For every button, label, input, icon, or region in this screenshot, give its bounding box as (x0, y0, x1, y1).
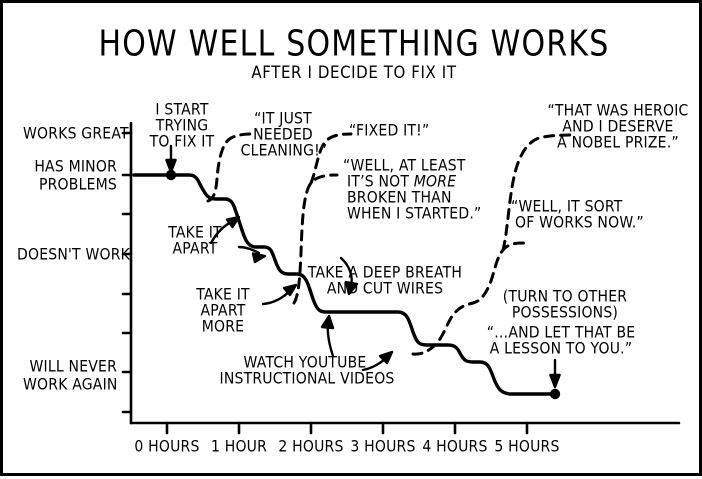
annotation-at-least-line3: BROKEN THAN (347, 188, 452, 207)
annotation-cut-wires-line2: AND CUT WIRES (326, 279, 444, 298)
annotation-i-start: I START (155, 100, 209, 119)
annotation-youtube-line1: WATCH YOUTUBE (243, 353, 367, 372)
start-point-marker (165, 169, 177, 181)
annotation-at-least-emphasis-more: MORE (413, 172, 457, 191)
x-label-4-hours: 4 HOURS (422, 437, 488, 456)
chart-subtitle: AFTER I DECIDE TO FIX IT (251, 61, 457, 83)
y-label-has-minor: HAS MINOR (34, 157, 117, 176)
dashed-branch-2 (292, 132, 353, 305)
annotation-at-least-line4: WHEN I STARTED.” (347, 204, 482, 223)
x-axis-ticks (165, 421, 529, 435)
annotation-trying: TRYING (155, 116, 209, 135)
annotation-lesson-line4: A LESSON TO YOU.” (489, 339, 633, 358)
annotation-fixed-it: “FIXED IT!” (349, 121, 430, 140)
dashed-branch-1 (206, 132, 257, 203)
x-label-3-hours: 3 HOURS (350, 437, 416, 456)
annotation-lesson-line1: (TURN TO OTHER (502, 287, 628, 306)
x-label-1-hour: 1 HOUR (210, 437, 268, 456)
annotation-arrows (165, 144, 561, 389)
annotation-youtube-line2: INSTRUCTIONAL VIDEOS (219, 369, 395, 388)
y-label-work-again: WORK AGAIN (23, 375, 118, 394)
annotation-lesson-line2: POSSESSIONS) (511, 303, 619, 322)
end-point-marker (549, 388, 561, 400)
annotation-sort-of-works-line2: OF WORKS NOW.” (515, 213, 644, 232)
annotation-cleaning-line2: NEEDED (253, 125, 313, 144)
annotation-take-it-apart-line1: TAKE IT (168, 223, 222, 242)
annotation-take-it-apart-more-line3: MORE (201, 317, 245, 336)
reality-curve-solid (132, 173, 557, 396)
annotation-heroic-line3: A NOBEL PRIZE.” (557, 133, 679, 152)
y-label-works-great: WORKS GREAT (23, 124, 129, 143)
annotation-heroic-line1: “THAT WAS HEROIC (547, 101, 689, 120)
annotation-sort-of-works-line1: “WELL, IT SORT (511, 197, 623, 216)
annotation-to-fix-it: TO FIX IT (149, 132, 215, 151)
annotation-take-it-apart-more-line1: TAKE IT (196, 285, 250, 304)
chart-plot-area (121, 121, 681, 435)
annotation-lesson-line3: “…AND LET THAT BE (486, 323, 636, 342)
y-label-problems: PROBLEMS (38, 175, 117, 194)
annotation-cleaning-line3: CLEANING!” (240, 141, 328, 160)
y-axis-ticks (121, 131, 133, 414)
annotation-at-least-line2: IT’S NOT MORE (347, 172, 457, 192)
x-label-2-hours: 2 HOURS (278, 437, 344, 456)
chart-title: HOW WELL SOMETHING WORKS (98, 23, 610, 66)
annotation-take-it-apart-more-line2: APART (200, 301, 246, 320)
x-label-5-hours: 5 HOURS (494, 437, 560, 456)
annotation-take-it-apart-line2: APART (172, 239, 218, 258)
annotation-cut-wires-line1: TAKE A DEEP BREATH (307, 263, 463, 282)
dashed-branch-3 (411, 133, 577, 356)
y-label-doesnt-work: DOESN'T WORK (17, 245, 131, 264)
annotation-at-least-line2a: IT’S NOT (347, 172, 414, 191)
annotation-cleaning-line1: “IT JUST (254, 109, 312, 128)
annotation-heroic-line2: AND I DESERVE (562, 117, 674, 136)
x-label-0-hours: 0 HOURS (134, 437, 200, 456)
annotation-at-least-line1: “WELL, AT LEAST (343, 156, 466, 175)
y-label-will-never: WILL NEVER (29, 357, 117, 376)
